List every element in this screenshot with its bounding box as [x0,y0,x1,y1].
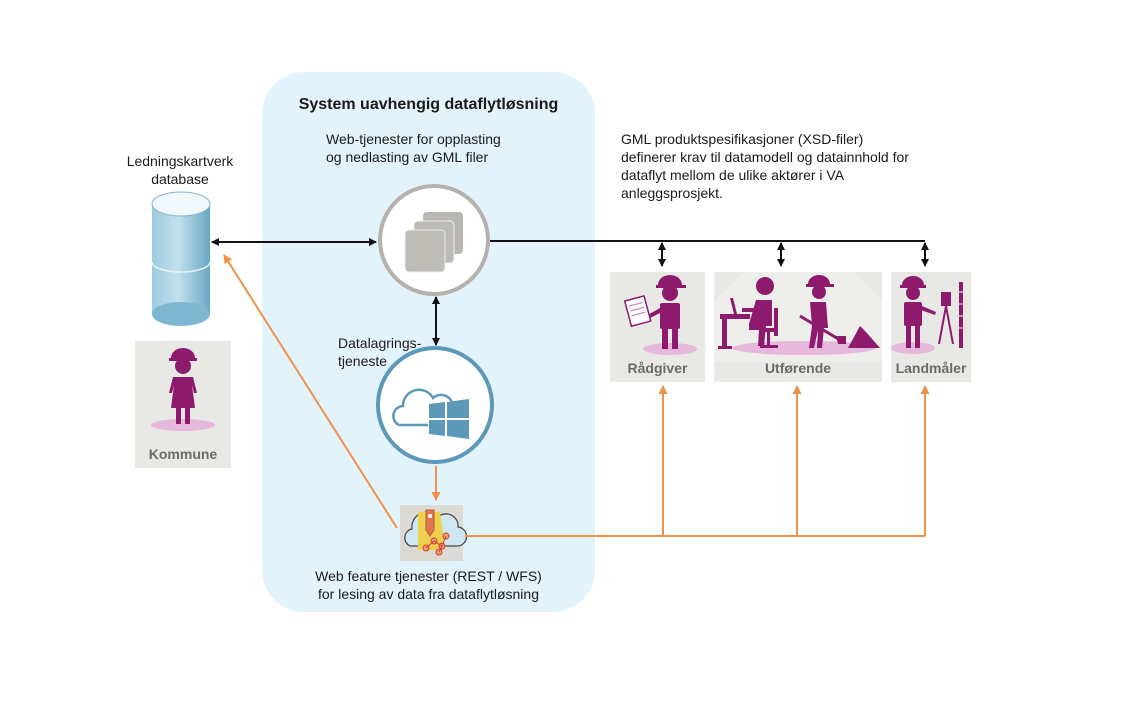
upload-service-line1: Web-tjenester for opplasting [326,131,501,147]
actor-label-utforende: Utførende [764,360,832,376]
actor-label-kommune: Kommune [148,446,218,462]
storage-service-label: Datalagrings- tjeneste [338,334,421,370]
gml-spec-text: GML produktspesifikasjoner (XSD-filer) d… [621,130,909,202]
actor-card-utforende: Utførende [714,272,882,382]
actor-card-kommune: Kommune [135,341,231,468]
database-cylinder-icon [151,191,211,326]
panel-title: System uavhengig dataflytløsning [298,96,559,113]
gml-spec-line1: GML produktspesifikasjoner (XSD-filer) [621,131,864,147]
database-label: Ledningskartverk database [120,152,240,188]
wfs-service-line1: Web feature tjenester (REST / WFS) [315,568,542,584]
actor-card-radgiver: Rådgiver [610,272,705,382]
gml-spec-line3: dataflyt mellom de ulike aktører i VA [621,167,845,183]
database-line2: database [151,171,209,187]
actor-label-radgiver: Rådgiver [627,360,688,376]
surveyor-instrument-icon [891,276,963,354]
gml-spec-line2: definerer krav til datamodell og datainn… [621,149,909,165]
advisor-document-icon [623,275,697,355]
actor-label-landmaler: Landmåler [895,360,967,376]
storage-service-line2: tjeneste [338,353,388,369]
woman-figure-icon [151,348,215,431]
gml-spec-line4: anleggsprosjekt. [621,185,723,201]
wfs-service-label: Web feature tjenester (REST / WFS) for l… [262,567,595,603]
wfs-service-line2: for lesing av data fra dataflytløsning [317,586,539,602]
storage-service-line1: Datalagrings- [338,335,422,351]
actor-card-landmaler: Landmåler [891,272,971,382]
worker-desk-shovel-icon [714,272,882,362]
database-line1: Ledningskartverk [126,153,234,169]
upload-service-label: Web-tjenester for opplasting og nedlasti… [326,130,501,166]
upload-service-line2: og nedlasting av GML filer [326,149,489,165]
